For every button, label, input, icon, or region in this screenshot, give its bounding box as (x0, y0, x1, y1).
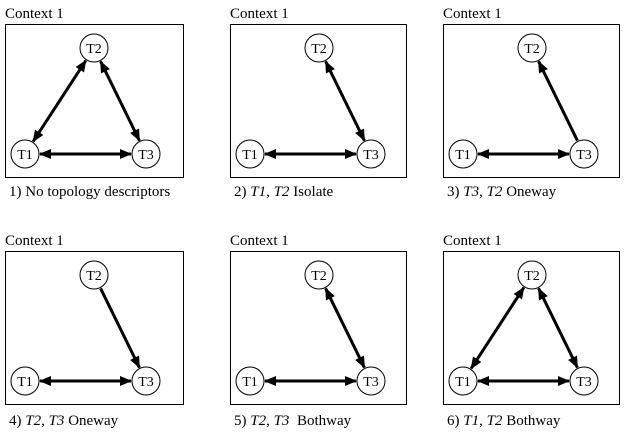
panel-title: Context 1 (443, 6, 502, 22)
caption-part: Oneway (502, 184, 556, 200)
caption-part: 1) No topology descriptors (9, 184, 170, 200)
node-t3-circle (131, 366, 161, 396)
caption-part: Bothway (289, 413, 351, 429)
caption-part: Isolate (289, 184, 333, 200)
panel-caption: 5) T2, T3 Bothway (234, 413, 352, 429)
node-t3-circle (356, 366, 386, 396)
node-t3-circle (131, 139, 161, 169)
node-t2-circle (517, 33, 547, 63)
caption-part: T1 (463, 413, 479, 429)
context-frame (5, 24, 184, 178)
panel-title: Context 1 (230, 6, 289, 22)
node-t2-label: T2 (524, 269, 540, 284)
edge-t2-t3-arrow (99, 287, 141, 369)
caption-part: , (266, 184, 274, 200)
panel-caption: 2) T1, T2 Isolate (234, 184, 334, 200)
node-t3-label: T3 (138, 375, 154, 390)
node-t2-label: T2 (524, 42, 540, 57)
node-t1-circle (10, 139, 40, 169)
caption-part: T2 (25, 413, 41, 429)
panel-title: Context 1 (230, 233, 289, 249)
panel-title: Context 1 (443, 233, 502, 249)
context-frame (443, 251, 620, 405)
context-frame (230, 24, 407, 178)
edge-t1-t2-arrow (469, 286, 526, 370)
caption-part: 5) (234, 413, 250, 429)
node-t3-circle (356, 139, 386, 169)
node-t3-label: T3 (138, 148, 154, 163)
caption-part: T2 (487, 184, 503, 200)
node-t1-label: T1 (455, 148, 471, 163)
node-t1-circle (448, 366, 478, 396)
edge-t2-t3-arrow (99, 60, 141, 142)
edge-t2-t3-arrow (324, 60, 366, 142)
node-t3-label: T3 (363, 148, 379, 163)
node-t1-label: T1 (242, 375, 258, 390)
caption-part: T2 (487, 413, 503, 429)
caption-part: , (479, 413, 487, 429)
node-t2-label: T2 (311, 269, 327, 284)
edge-t3-t2-arrow (537, 60, 579, 142)
panel-caption: 4) T2, T3 Oneway (9, 413, 119, 429)
caption-part: T2 (250, 413, 266, 429)
caption-part: T3 (49, 413, 65, 429)
node-t1-label: T1 (17, 375, 33, 390)
panel-title: Context 1 (5, 6, 64, 22)
node-t1-circle (235, 366, 265, 396)
panel-title: Context 1 (5, 233, 64, 249)
context-frame (5, 251, 184, 405)
node-t2-circle (517, 260, 547, 290)
edge-t1-t2-arrow (31, 59, 88, 143)
caption-part: Oneway (64, 413, 118, 429)
node-t2-label: T2 (311, 42, 327, 57)
panel-caption: 6) T1, T2 Bothway (447, 413, 561, 429)
node-t2-circle (304, 260, 334, 290)
caption-part: 3) (447, 184, 463, 200)
node-t1-label: T1 (455, 375, 471, 390)
caption-part: T2 (274, 184, 290, 200)
caption-part: , (266, 413, 274, 429)
node-t1-circle (448, 139, 478, 169)
caption-part: 4) (9, 413, 25, 429)
node-t2-label: T2 (86, 42, 102, 57)
node-t2-circle (79, 260, 109, 290)
caption-part: , (479, 184, 487, 200)
node-t2-label: T2 (86, 269, 102, 284)
caption-part: 2) (234, 184, 250, 200)
node-t2-circle (79, 33, 109, 63)
caption-part: , (41, 413, 49, 429)
edge-t2-t3-arrow (324, 287, 366, 369)
node-t3-circle (569, 366, 599, 396)
node-t3-label: T3 (363, 375, 379, 390)
panel-caption: 1) No topology descriptors (9, 184, 170, 200)
caption-part: T3 (274, 413, 290, 429)
caption-part: Bothway (502, 413, 560, 429)
panel-caption: 3) T3, T2 Oneway (447, 184, 557, 200)
node-t2-circle (304, 33, 334, 63)
node-t1-label: T1 (242, 148, 258, 163)
caption-part: 6) (447, 413, 463, 429)
node-t3-label: T3 (576, 148, 592, 163)
node-t1-circle (235, 139, 265, 169)
caption-part: T1 (250, 184, 266, 200)
caption-part: T3 (463, 184, 479, 200)
context-frame (230, 251, 407, 405)
node-t3-circle (569, 139, 599, 169)
node-t1-label: T1 (17, 148, 33, 163)
context-frame (443, 24, 620, 178)
node-t3-label: T3 (576, 375, 592, 390)
edge-t2-t3-arrow (537, 287, 579, 369)
node-t1-circle (10, 366, 40, 396)
